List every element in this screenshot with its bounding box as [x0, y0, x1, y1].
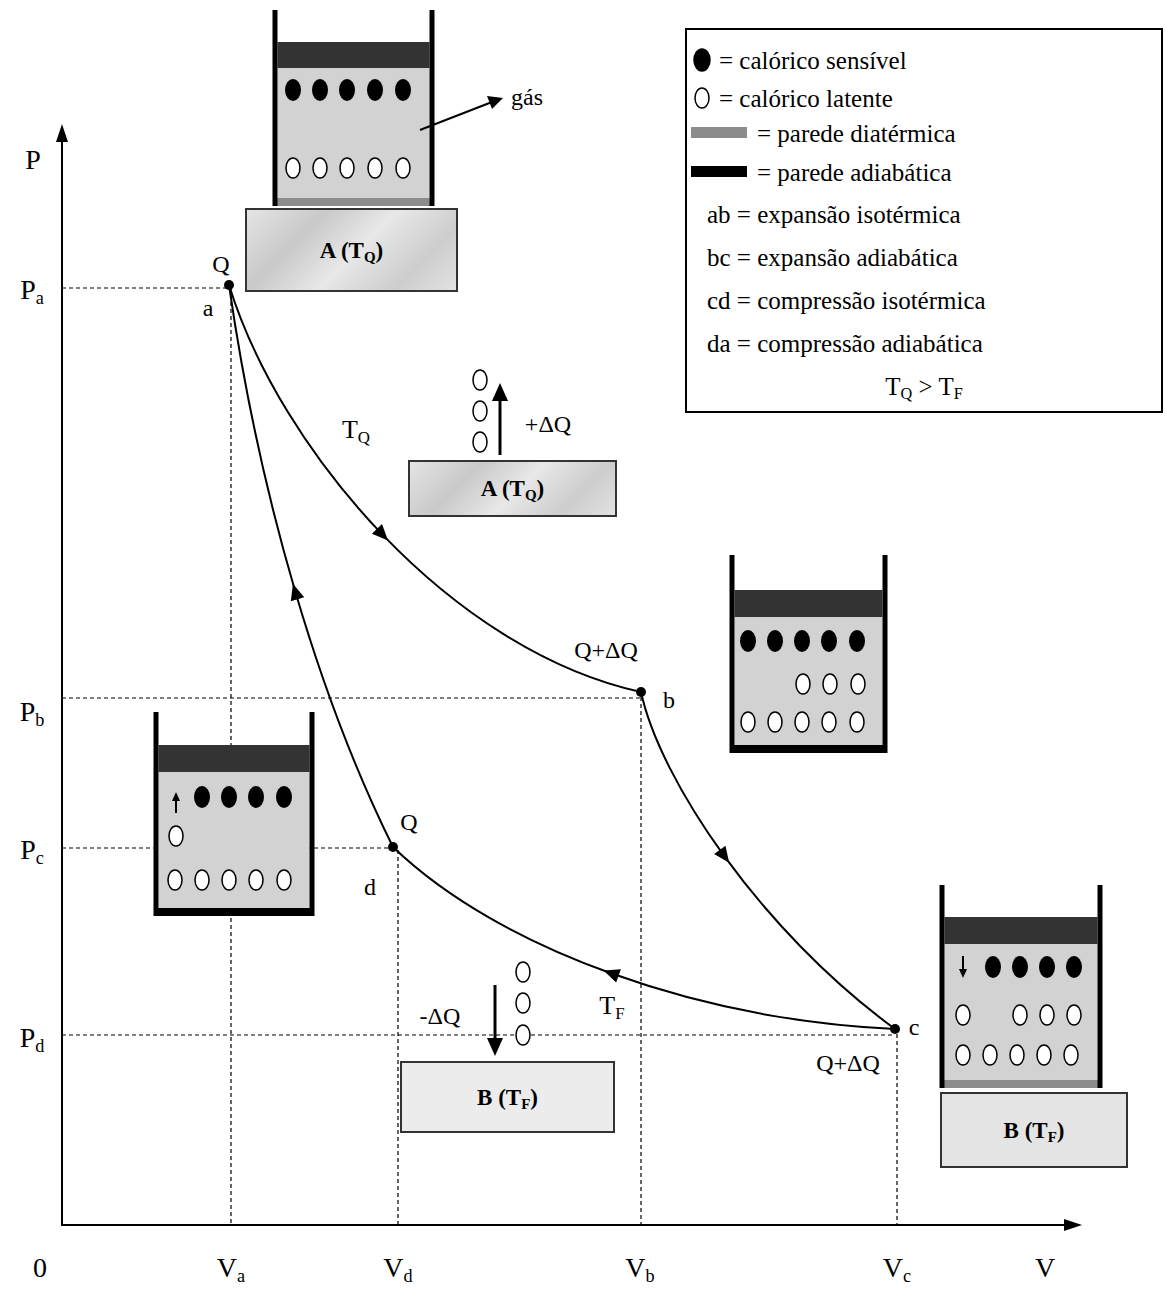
curve-path: [229, 285, 641, 692]
edge-label: TQ: [339, 416, 373, 444]
legend-swatch: [691, 127, 747, 138]
reservoir-label: B (TF): [1004, 1119, 1065, 1142]
curve-path: [229, 285, 393, 847]
cycle-point: cQ+ΔQ: [890, 1024, 900, 1034]
legend-text: ab = expansão isotérmica: [707, 202, 961, 227]
reservoir-box: B (TF): [940, 1092, 1128, 1168]
cycle-point: Qa: [224, 280, 234, 290]
cylinder-a: [273, 10, 503, 206]
axis-label: +ΔQ: [525, 412, 571, 436]
axis-label: Vb: [625, 1254, 654, 1282]
axis-label: Pb: [20, 698, 45, 726]
point-label: d: [364, 875, 376, 899]
point-label: c: [909, 1015, 920, 1039]
point-label: Q+ΔQ: [574, 638, 638, 662]
reservoir-label: A (TQ): [481, 477, 544, 500]
edge-label: TF: [596, 992, 627, 1020]
cylinder-c: [940, 885, 1102, 1088]
axis-label: V: [1035, 1254, 1055, 1282]
legend-box: = calórico sensível = calórico latente = p…: [685, 28, 1163, 413]
arrow-head: [372, 524, 388, 540]
legend-text: = calórico sensível: [719, 48, 907, 73]
reservoir-label: B (TF): [477, 1086, 538, 1109]
legend-text: cd = compressão isotérmica: [707, 288, 986, 313]
legend-text: = calórico latente: [719, 86, 893, 111]
reservoir-box: A (TQ): [408, 460, 617, 517]
heat-out-symbol: [487, 962, 530, 1056]
axis-label: P: [25, 146, 41, 174]
cycle-point: Qd: [388, 842, 398, 852]
curve-path: [393, 847, 895, 1029]
axis-label: Va: [217, 1254, 245, 1282]
legend-text: TQ > TF: [885, 374, 963, 399]
axis-label: 0: [33, 1254, 47, 1282]
arrow-head: [603, 969, 620, 982]
cylinder-b: [730, 555, 887, 753]
legend-swatch: [691, 166, 747, 177]
heat-in-symbol: [473, 370, 508, 455]
legend-symbol: [692, 47, 712, 73]
reservoir-box: A (TQ): [245, 208, 458, 292]
legend-text: da = compressão adiabática: [707, 331, 983, 356]
point-label: Q+ΔQ: [816, 1051, 880, 1075]
axis-label: gás: [511, 85, 543, 109]
legend-text: = parede diatérmica: [757, 121, 956, 146]
arrow-head: [714, 846, 729, 863]
dashed-guides: [62, 288, 897, 1225]
arrow-head: [291, 584, 304, 601]
cycle-curve: [229, 285, 641, 692]
axis-label: Vc: [883, 1254, 911, 1282]
cylinder-d: [154, 712, 314, 916]
reservoir-label: A (TQ): [320, 239, 383, 262]
axis-label: Pa: [20, 276, 44, 304]
cycle-curve: [641, 692, 895, 1029]
legend-text: bc = expansão adiabática: [707, 245, 958, 270]
point-label: Q: [400, 810, 417, 834]
cycle-curve: [393, 847, 895, 1029]
cycle-curve: [229, 285, 393, 847]
point-label: b: [663, 688, 675, 712]
point-label: Q: [212, 252, 229, 276]
cycle-point: Q+ΔQb: [636, 687, 646, 697]
reservoir-box: B (TF): [400, 1061, 615, 1133]
curve-path: [641, 692, 895, 1029]
axis-label: Vd: [383, 1254, 412, 1282]
point-label: a: [203, 296, 214, 320]
axis-label: Pd: [20, 1024, 45, 1052]
axis-label: Pc: [20, 836, 44, 864]
legend-symbol: [692, 85, 712, 111]
axis-label: -ΔQ: [420, 1004, 461, 1028]
axes: [56, 124, 1082, 1231]
legend-text: = parede adiabática: [757, 160, 952, 185]
